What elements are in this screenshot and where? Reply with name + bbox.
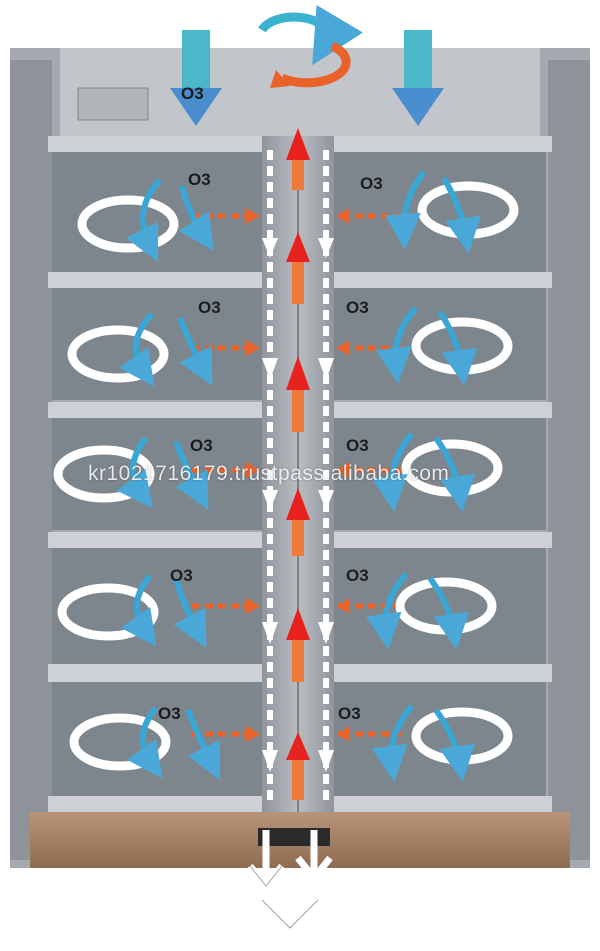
ozone-label-right-5: O3 [338,704,361,723]
ozone-label-right-1: O3 [360,174,383,193]
downflow-arrows [267,150,329,800]
rising-arrow-icon [286,128,310,800]
ozone-label-right-3: O3 [346,436,369,455]
ozone-label-left-4: O3 [170,566,193,585]
cabinet-left-side [10,60,52,860]
ozone-label-left-5: O3 [158,704,181,723]
ozone-flow-arrow-icon [192,213,402,737]
ozone-label-left-1: O3 [188,170,211,189]
control-box [77,87,149,121]
air-swirl-arrows [116,170,482,782]
watermark: kr1021716179.trustpass.alibaba.com [88,462,450,485]
ozone-label-left-3: O3 [190,436,213,455]
ozone-label-right-2: O3 [346,298,369,317]
cabinet-right-side [548,60,590,860]
shelves [48,136,552,814]
ozone-label-top: O3 [181,84,204,103]
ozone-label-left-2: O3 [198,298,221,317]
inflow-arrow-icon [170,30,444,126]
top-circulation-icon [258,5,363,88]
ozone-label-right-4: O3 [346,566,369,585]
